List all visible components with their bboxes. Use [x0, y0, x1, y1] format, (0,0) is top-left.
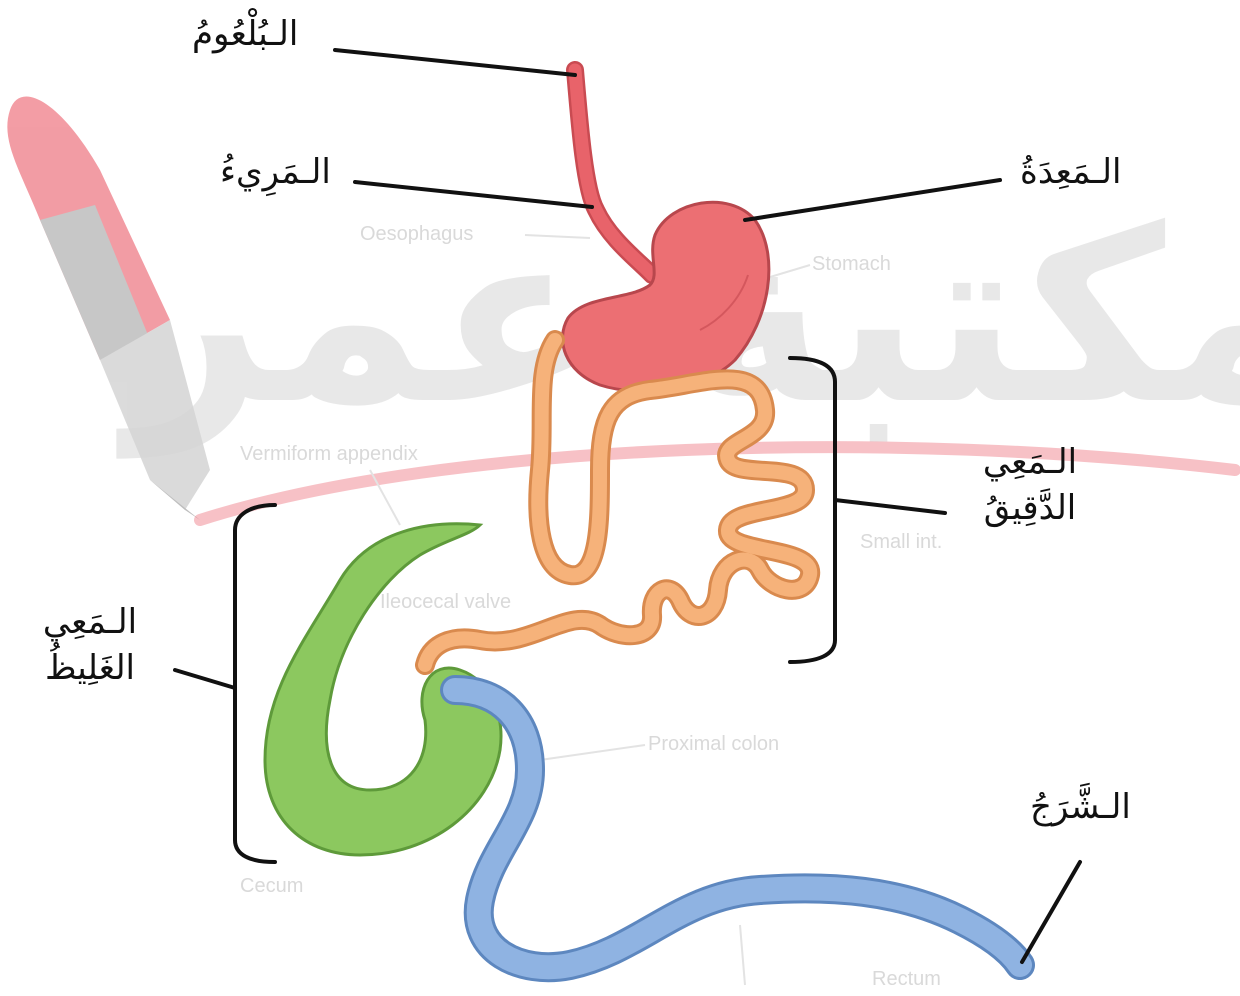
label-small-intestine-line1: الـمَعِي [960, 440, 1100, 486]
label-small-intestine: الـمَعِي الدَّقِيقُ [960, 440, 1100, 532]
label-large-intestine-line1: الـمَعِي [20, 600, 160, 646]
faint-label-small: Small int. [860, 531, 942, 553]
label-small-intestine-line2: الدَّقِيقُ [960, 486, 1100, 532]
faint-label-cecum: Cecum [240, 875, 303, 897]
label-pharynx: الـبُلْعُومُ [192, 12, 298, 58]
faint-label-oesophagus: Oesophagus [360, 223, 473, 245]
label-large-intestine: الـمَعِي الغَلِيظُ [20, 600, 160, 692]
rectum-shape [455, 690, 1020, 967]
label-large-intestine-line2: الغَلِيظُ [20, 646, 160, 692]
leader-large-intestine [175, 670, 235, 688]
leader-pharynx [335, 50, 575, 75]
leader-anus [1022, 862, 1080, 962]
bracket-large-intestine [235, 505, 275, 862]
faint-label-proximal-colon: Proximal colon [648, 733, 779, 755]
faint-label-ileocecal: Ileocecal valve [380, 591, 511, 613]
label-stomach: الـمَعِدَةُ [1020, 150, 1122, 196]
label-esophagus: الـمَرِيءُ [220, 150, 331, 196]
faint-label-stomach: Stomach [812, 253, 891, 275]
faint-label-rectum: Rectum [872, 968, 941, 990]
faint-label-appendix: Vermiform appendix [240, 443, 418, 465]
leader-small-intestine [835, 500, 945, 513]
label-anus: الـشَّرَجُ [1030, 785, 1131, 831]
